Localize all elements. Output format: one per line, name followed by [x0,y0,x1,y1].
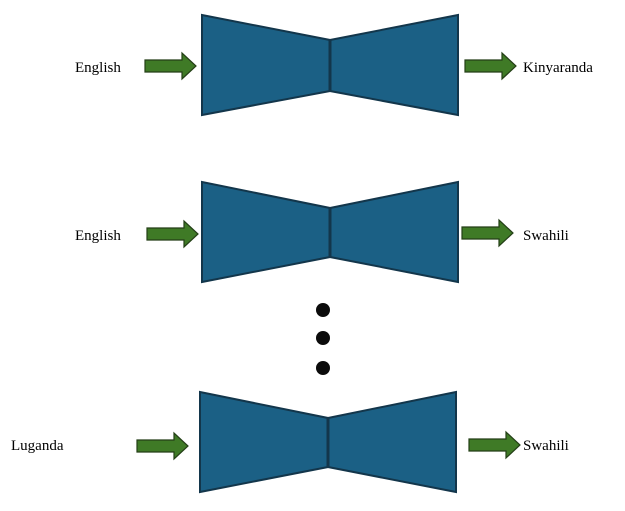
decoder-trapezoid [329,13,459,117]
encoder-trapezoid [199,390,329,494]
translation-row-1 [144,13,517,117]
vertical-ellipsis-icon [316,303,330,375]
source-language-label: English [75,228,121,244]
ellipsis-dot [316,361,330,375]
target-language-label: Swahili [523,438,569,454]
target-language-label: Swahili [523,228,569,244]
encoder-trapezoid [201,180,331,284]
input-arrow-icon [146,219,199,249]
output-arrow-icon [464,51,517,81]
translation-row-2 [146,180,514,284]
source-language-label: English [75,60,121,76]
target-language-label: Kinyaranda [523,60,593,76]
ellipsis-dot [316,303,330,317]
output-arrow-icon [461,218,514,248]
encoder-trapezoid [201,13,331,117]
input-arrow-icon [144,51,197,81]
source-language-label: Luganda [11,438,64,454]
output-arrow-icon [468,430,521,460]
translation-row-3 [136,390,521,494]
ellipsis-dot [316,331,330,345]
input-arrow-icon [136,431,189,461]
decoder-trapezoid [327,390,457,494]
decoder-trapezoid [329,180,459,284]
